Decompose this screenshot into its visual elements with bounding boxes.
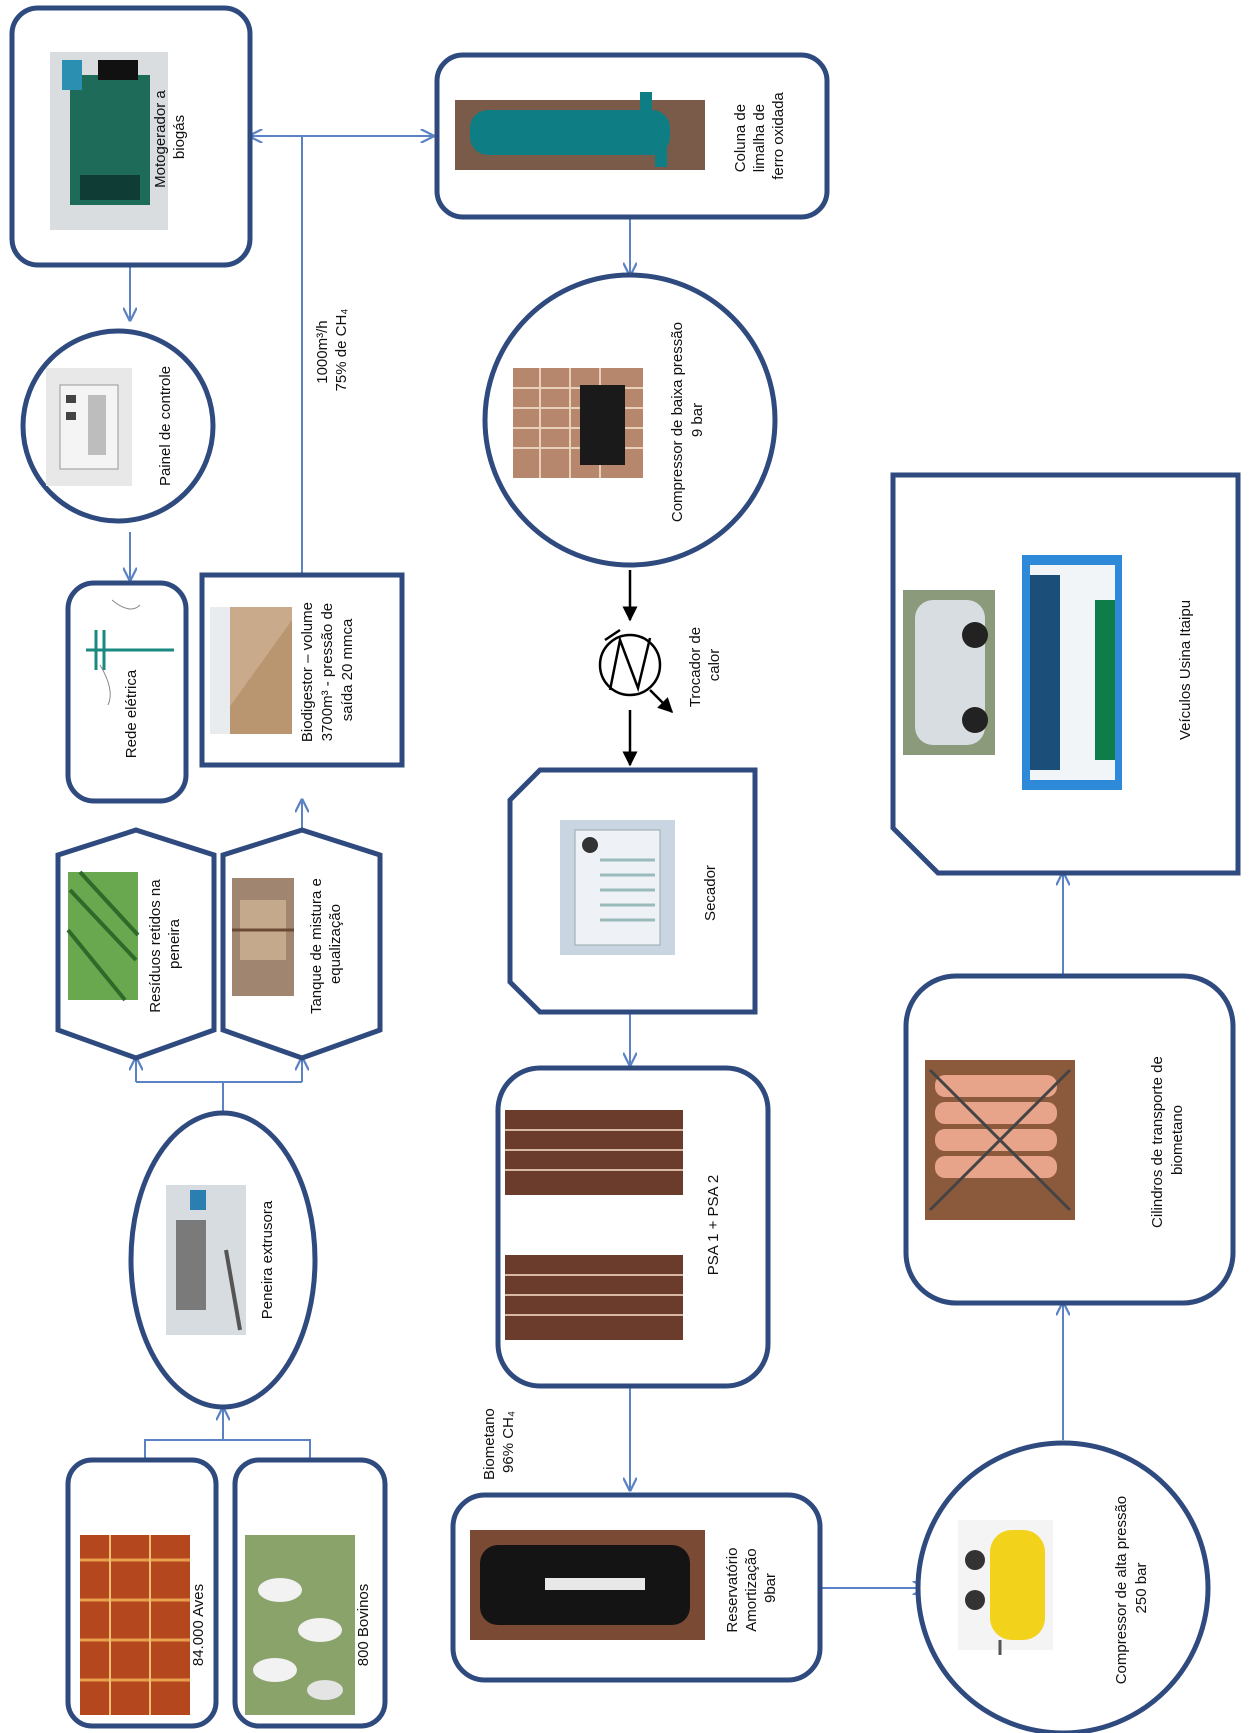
biodigestor-photo-icon [210, 607, 292, 734]
svg-text:Trocador de calor: Trocador de calor [687, 623, 723, 708]
flow-label: 1000m³/h 75% de CH₄ [314, 309, 350, 392]
node-compressor-alta: Compressor de alta pressão 250 bar [915, 1440, 1211, 1733]
extruder-screen-photo-icon [166, 1185, 246, 1335]
svg-text:Compressor de baixa pressão: Compressor de baixa pressão 9 bar [669, 318, 706, 522]
sources-merge-line [144, 1439, 311, 1460]
node-reservatorio-label-3: 9bar [762, 1573, 779, 1603]
node-biodigestor-label-3: saída 20 mmca [339, 618, 356, 721]
node-reservatorio: Reservatório Amortização 9bar [450, 1492, 823, 1683]
gas-cylinders-photo-icon [925, 1060, 1075, 1220]
buffer-tank-photo-icon [470, 1530, 705, 1640]
node-residuos-label-2: peneira [166, 918, 183, 969]
node-motogerador: Motogerador a biogás [9, 5, 253, 268]
node-cilindros-label-2: biometano [1169, 1105, 1186, 1175]
node-bovinos: 800 Bovinos [232, 1457, 388, 1729]
poultry-barn-photo-icon [80, 1535, 190, 1715]
svg-text:Compressor de alta pressão: Compressor de alta pressão 250 bar [1113, 1492, 1150, 1685]
node-aves-label: 84.000 Aves [190, 1584, 207, 1666]
node-compressor-baixa-label-1: Compressor de baixa pressão [669, 322, 686, 522]
node-trocador: Trocador de calor [598, 623, 723, 714]
node-compressor-baixa: Compressor de baixa pressão 9 bar [482, 272, 778, 568]
node-biodigestor-label-1: Biodigestor – volume [299, 602, 316, 742]
node-veiculos-label: Veículos Usina Itaipu [1177, 600, 1194, 740]
node-cilindros-label-1: Cilindros de transporte de [1149, 1056, 1166, 1228]
dryer-photo-icon [560, 820, 675, 955]
high-pressure-compressor-photo-icon [958, 1520, 1053, 1655]
node-rede-label: Rede elétrica [123, 669, 140, 758]
screen-residue-photo-icon [66, 870, 140, 1002]
iron-column-photo-icon [455, 92, 705, 170]
car-photo-icon [903, 590, 995, 755]
flow-label-methane: 75% de CH₄ [333, 309, 350, 392]
svg-text:Biodigestor – volume 370: Biodigestor – volume 3700m³ - pressão de… [299, 598, 356, 742]
node-painel-controle: Painel de controle [20, 328, 216, 524]
node-biodigestor: Biodigestor – volume 3700m³ - pressão de… [199, 572, 405, 768]
node-residuos-label-1: Resíduos retidos na [147, 879, 164, 1013]
node-veiculos: Veículos Usina Itaipu [890, 472, 1241, 876]
node-psa: PSA 1 + PSA 2 [495, 1065, 771, 1389]
node-tanque-label-2: equalização [327, 904, 344, 984]
svg-text:Resíduos retidos na pene: Resíduos retidos na peneira [147, 875, 183, 1013]
node-secador: Secador [507, 767, 758, 1015]
node-motogerador-label-2: biogás [171, 115, 188, 159]
node-aves: 84.000 Aves [65, 1457, 219, 1729]
node-compressor-baixa-label-2: 9 bar [689, 403, 706, 437]
node-trocador-label-2: calor [706, 649, 723, 682]
node-motogerador-label-1: Motogerador a [152, 90, 169, 188]
node-rede-eletrica: Rede elétrica [65, 580, 189, 804]
svg-text:Reservatório Amortização: Reservatório Amortização 9bar [724, 1543, 779, 1632]
node-coluna-label-3: ferro oxidada [770, 92, 787, 180]
node-peneira: Peneira extrusora [128, 1110, 318, 1410]
node-trocador-label-1: Trocador de [687, 627, 704, 707]
flow-label-rate: 1000m³/h [314, 320, 331, 383]
mixing-tank-photo-icon [232, 878, 294, 996]
node-painel-label: Painel de controle [157, 366, 174, 486]
node-tanque-label-1: Tanque de mistura e [308, 878, 325, 1014]
node-bovinos-label: 800 Bovinos [355, 1584, 372, 1667]
node-psa-label: PSA 1 + PSA 2 [705, 1175, 722, 1276]
svg-text:Coluna de limalha de: Coluna de limalha de ferro oxidada [732, 92, 787, 180]
node-residuos: Resíduos retidos na peneira [55, 827, 217, 1061]
svg-text:Tanque de mistura e equa: Tanque de mistura e equalização [308, 874, 344, 1014]
node-biodigestor-label-2: 3700m³ - pressão de [319, 603, 336, 741]
biometano-label-purity: 96% CH₄ [500, 1411, 517, 1473]
psa-photo-icon [505, 1110, 683, 1340]
generator-photo-icon [50, 52, 168, 230]
connectors [130, 136, 1063, 1588]
node-compressor-alta-label-2: 250 bar [1133, 1563, 1150, 1614]
peneira-split-line [136, 1081, 302, 1115]
bus-photo-icon [1022, 555, 1122, 790]
node-coluna-label-1: Coluna de [732, 104, 749, 172]
node-secador-label: Secador [702, 865, 719, 921]
svg-text:Motogerador a biogás: Motogerador a biogás [152, 86, 188, 188]
node-compressor-alta-label-1: Compressor de alta pressão [1113, 1496, 1130, 1684]
node-reservatorio-label-2: Amortização [743, 1548, 760, 1631]
node-coluna-label-2: limalha de [751, 104, 768, 172]
node-cilindros: Cilindros de transporte de biometano [903, 973, 1236, 1306]
node-reservatorio-label-1: Reservatório [724, 1548, 741, 1633]
node-coluna: Coluna de limalha de ferro oxidada [434, 52, 830, 220]
biometano-label-name: Biometano [481, 1408, 498, 1480]
node-tanque: Tanque de mistura e equalização [220, 827, 383, 1061]
power-pole-icon [86, 599, 174, 706]
node-peneira-label: Peneira extrusora [259, 1200, 276, 1319]
svg-text:Cilindros de transporte de: Cilindros de transporte de biometano [1149, 1052, 1186, 1228]
cattle-photo-icon [245, 1535, 355, 1715]
low-pressure-compressor-photo-icon [513, 368, 643, 478]
biometano-label: Biometano 96% CH₄ [481, 1404, 517, 1480]
control-panel-photo-icon [46, 368, 132, 486]
